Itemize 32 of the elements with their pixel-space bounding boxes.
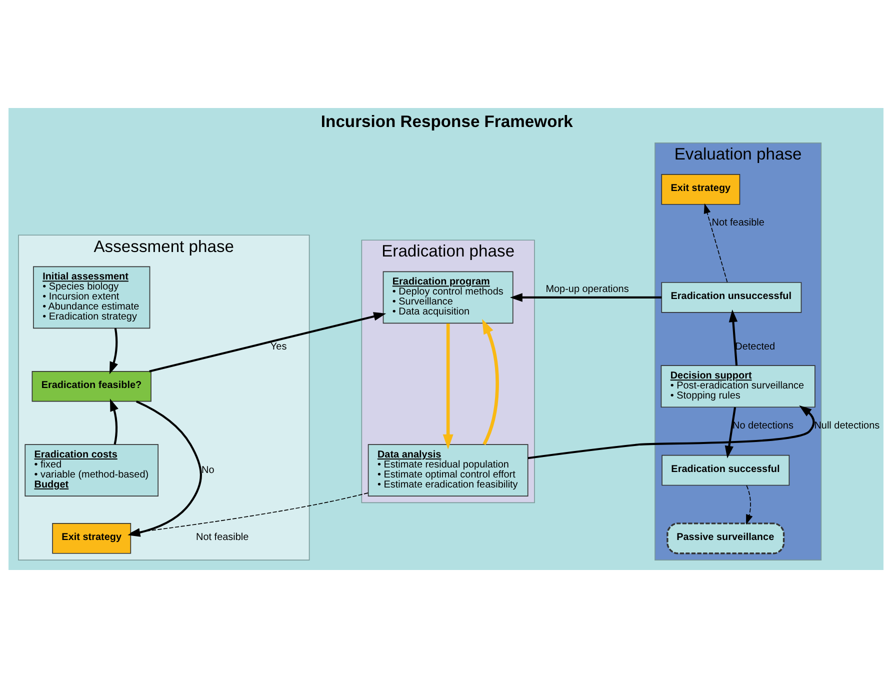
node-box: Exit strategy: [52, 522, 132, 554]
arrow: [130, 492, 368, 535]
arrow: [704, 202, 728, 282]
edge-label: No detections: [732, 420, 794, 431]
node-box: Initial assessment • Species biology • Incursion extent • Abundance estimate • Eradication strategy: [33, 266, 150, 328]
diagram-title: Incursion Response Framework: [320, 112, 573, 131]
edge-label: Detected: [735, 340, 776, 352]
node-box: Passive surveillance: [666, 522, 785, 554]
arrow: [442, 323, 454, 449]
edge-label: No: [202, 464, 214, 476]
edge-label: Not feasible: [196, 532, 249, 543]
arrow: [724, 406, 736, 458]
node-box: Eradication successful: [662, 454, 790, 486]
node-box: Data analysis • Estimate residual population • Estimate optimal control effort • Estimate eradication feasibility: [368, 444, 528, 496]
edge-label: Yes: [270, 340, 287, 352]
arrow: [149, 312, 386, 372]
node-box: Eradication costs • fixed • variable (method-based) Budget: [24, 444, 158, 496]
node-box: Exit strategy: [661, 174, 740, 204]
node-box: Eradication program • Deploy control methods • Surveillance • Data acquisition: [382, 270, 514, 324]
edge-label: Not feasible: [712, 217, 764, 228]
edge-label: Mop-up operations: [546, 284, 629, 295]
node-box: Decision support • Post-eradication surveillance • Stopping rules: [660, 364, 816, 408]
arrow: [510, 292, 662, 302]
arrow: [482, 318, 499, 445]
node-box: Eradication feasible?: [32, 370, 152, 402]
arrow: [110, 398, 118, 444]
arrow: [109, 328, 118, 374]
arrow: [728, 309, 738, 366]
arrow: [528, 404, 815, 459]
node-box: Eradication unsuccessful: [661, 282, 802, 312]
arrow: [128, 400, 202, 536]
arrow: [746, 484, 753, 524]
